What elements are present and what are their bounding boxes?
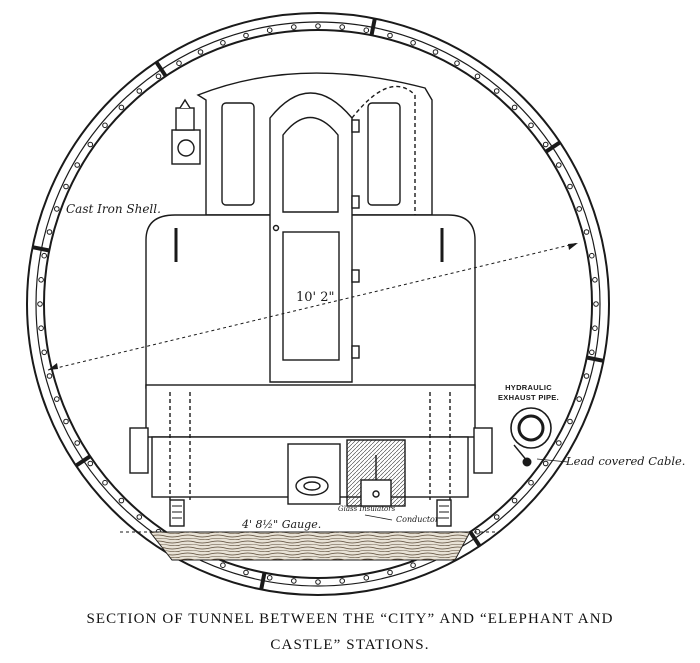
shell-bolt: [556, 440, 562, 446]
shell-bolt: [410, 40, 416, 46]
shell-segment-joint: [32, 245, 50, 253]
shell-bolt: [315, 579, 321, 585]
shell-bolt: [592, 325, 598, 332]
shell-bolt: [363, 27, 370, 34]
glass-insulators-label: Glass Insulators: [338, 505, 396, 513]
shell-bolt: [493, 88, 500, 94]
shell-bolt: [63, 183, 69, 190]
shell-bolt: [41, 349, 48, 356]
shell-bolt: [63, 418, 69, 425]
hydraulic-label-line2: EXHAUST PIPE.: [498, 393, 559, 402]
shell-bolt: [243, 32, 249, 39]
lead-covered-cable-label: Lead covered Cable.: [566, 454, 686, 468]
shell-bolt: [46, 373, 53, 379]
diameter-dimension-line: [47, 242, 579, 371]
electric-locomotive: [129, 72, 493, 527]
shell-bolt: [118, 104, 125, 111]
figure-caption: SECTION OF TUNNEL BETWEEN THE “CITY” AND…: [0, 606, 700, 658]
shell-bolt: [589, 252, 595, 259]
shell-bolt: [511, 104, 518, 111]
shell-bolt: [493, 514, 500, 520]
shell-bolt: [118, 497, 125, 504]
shell-bolt: [38, 277, 44, 283]
shell-bolt: [155, 73, 162, 80]
shell-bolt: [38, 325, 44, 332]
shell-bolt: [567, 418, 573, 425]
caption-line-2: CASTLE” STATIONS.: [270, 637, 430, 653]
shell-bolt: [136, 514, 143, 520]
shell-bolt: [339, 578, 346, 584]
track-bed: [120, 531, 500, 561]
shell-segment-joint: [468, 530, 482, 548]
shell-segment-joint: [74, 454, 92, 468]
shell-segment-joint: [259, 572, 267, 590]
shell-segment-joint: [369, 18, 377, 36]
shell-bolt: [589, 349, 595, 356]
hydraulic-exhaust-pipe-label: HYDRAULIC EXHAUST PIPE.: [498, 383, 559, 403]
shell-bolt: [102, 479, 108, 486]
shell-bolt: [387, 569, 393, 576]
shell-bolt: [46, 229, 53, 235]
shell-bolt: [176, 60, 182, 67]
diameter-label: 10' 2": [296, 290, 335, 305]
shell-bolt: [41, 252, 48, 259]
shell-bolt: [542, 141, 549, 148]
leader-lines: [364, 458, 569, 521]
shell-bolt: [220, 40, 226, 46]
shell-bolt: [567, 183, 573, 190]
shell-bolt: [291, 24, 297, 30]
shell-bolt: [576, 206, 583, 212]
shell-bolt: [528, 122, 534, 129]
shell-bolt: [266, 575, 273, 581]
shell-bolt: [556, 162, 562, 168]
shell-bolt: [363, 575, 370, 581]
shell-segment-joint: [544, 140, 562, 154]
shell-bolt: [583, 229, 590, 235]
shell-bolt: [87, 460, 94, 467]
shell-bolt: [74, 440, 80, 446]
shell-bolt: [87, 141, 94, 148]
tunnel-section-diagram: [26, 12, 610, 596]
shell-bolt: [220, 562, 226, 569]
shell-bolt: [511, 497, 518, 504]
shell-bolt: [583, 373, 590, 379]
shell-segment-joint: [586, 355, 604, 363]
shell-segment-joint: [154, 60, 168, 78]
shell-bolt: [315, 23, 321, 29]
shell-bolt: [102, 122, 108, 129]
shell-bolt: [54, 206, 60, 212]
shell-bolt: [593, 301, 599, 307]
shell-bolt: [432, 49, 439, 55]
shell-bolt: [74, 162, 80, 168]
shell-bolt: [54, 396, 60, 402]
shell-bolt: [576, 396, 583, 402]
shell-bolt: [339, 24, 346, 30]
shell-bolt: [136, 88, 143, 94]
shell-bolt: [243, 569, 249, 576]
shell-bolt: [592, 277, 598, 283]
shell-bolt: [37, 301, 43, 307]
shell-bolt: [454, 60, 460, 67]
shell-bolt: [474, 73, 481, 80]
shell-bolt: [410, 562, 416, 569]
caption-line-1: SECTION OF TUNNEL BETWEEN THE “CITY” AND…: [86, 611, 614, 627]
conductor-label: Conductor: [396, 515, 439, 524]
shell-bolt: [542, 460, 549, 467]
shell-bolt: [266, 27, 273, 34]
cast-iron-shell-label: Cast Iron Shell.: [66, 202, 161, 216]
shell-bolt: [528, 479, 534, 486]
cast-iron-shell: [26, 12, 610, 596]
shell-bolt: [291, 578, 297, 584]
hydraulic-label-line1: HYDRAULIC: [505, 383, 552, 392]
shell-bolt: [387, 32, 393, 39]
gauge-label: 4' 8½" Gauge.: [242, 518, 322, 531]
shell-segment-joints: [32, 18, 604, 590]
hydraulic-exhaust-pipe: [510, 407, 552, 467]
shell-bolt: [197, 49, 204, 55]
